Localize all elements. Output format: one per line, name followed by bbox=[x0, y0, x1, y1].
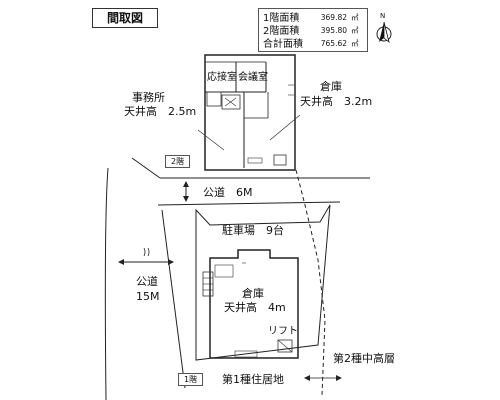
north-arrow-icon: N bbox=[376, 12, 392, 44]
area-label: 2階面積 bbox=[263, 26, 300, 37]
floor1-plan bbox=[202, 249, 299, 359]
floor1-warehouse-name: 倉庫 bbox=[242, 287, 264, 300]
area-row-total: 合計面積 765.62 ㎡ bbox=[263, 38, 363, 51]
svg-text:N: N bbox=[380, 12, 385, 20]
floor2-tag: 2階 bbox=[165, 155, 191, 168]
zone-bottom-label: 第1種住居地 bbox=[222, 373, 284, 386]
lift-label: リフト bbox=[268, 326, 298, 337]
floor1-warehouse-ceiling: 天井高 4m bbox=[224, 301, 286, 314]
area-table: 1階面積 369.82 ㎡ 2階面積 395.80 ㎡ 合計面積 765.62 … bbox=[258, 8, 368, 52]
area-value: 395.80 bbox=[320, 26, 347, 35]
road-top bbox=[131, 157, 370, 206]
page-title: 間取図 bbox=[92, 8, 158, 28]
zone-right-label: 第2種中高層 bbox=[333, 352, 395, 365]
floor2-warehouse-name: 倉庫 bbox=[320, 80, 342, 93]
road-left-name: 公道 bbox=[136, 275, 158, 288]
area-row-floor1: 1階面積 369.82 ㎡ bbox=[263, 12, 363, 25]
area-value: 765.62 bbox=[320, 39, 347, 48]
room-reception: 応接室 bbox=[207, 72, 237, 83]
parking-label: 駐車場 9台 bbox=[222, 224, 284, 237]
site-boundary bbox=[195, 204, 331, 361]
office-name: 事務所 bbox=[132, 91, 165, 104]
area-value: 369.82 bbox=[320, 13, 347, 22]
office-ceiling: 天井高 2.5m bbox=[124, 105, 197, 118]
room-meeting: 会議室 bbox=[238, 72, 268, 83]
floor2-warehouse-ceiling: 天井高 3.2m bbox=[300, 95, 373, 108]
area-unit: ㎡ bbox=[351, 26, 359, 35]
floor1-tag: 1階 bbox=[178, 373, 204, 386]
area-label: 合計面積 bbox=[263, 39, 303, 50]
area-unit: ㎡ bbox=[351, 13, 359, 22]
area-row-floor2: 2階面積 395.80 ㎡ bbox=[263, 25, 363, 38]
road-left bbox=[104, 167, 186, 400]
zone-boundary bbox=[295, 169, 342, 396]
floor2-plan bbox=[197, 54, 301, 171]
road-top-label: 公道 6M bbox=[203, 186, 253, 199]
area-label: 1階面積 bbox=[263, 13, 300, 24]
area-unit: ㎡ bbox=[351, 39, 359, 48]
road-left-width: 15M bbox=[136, 290, 160, 303]
